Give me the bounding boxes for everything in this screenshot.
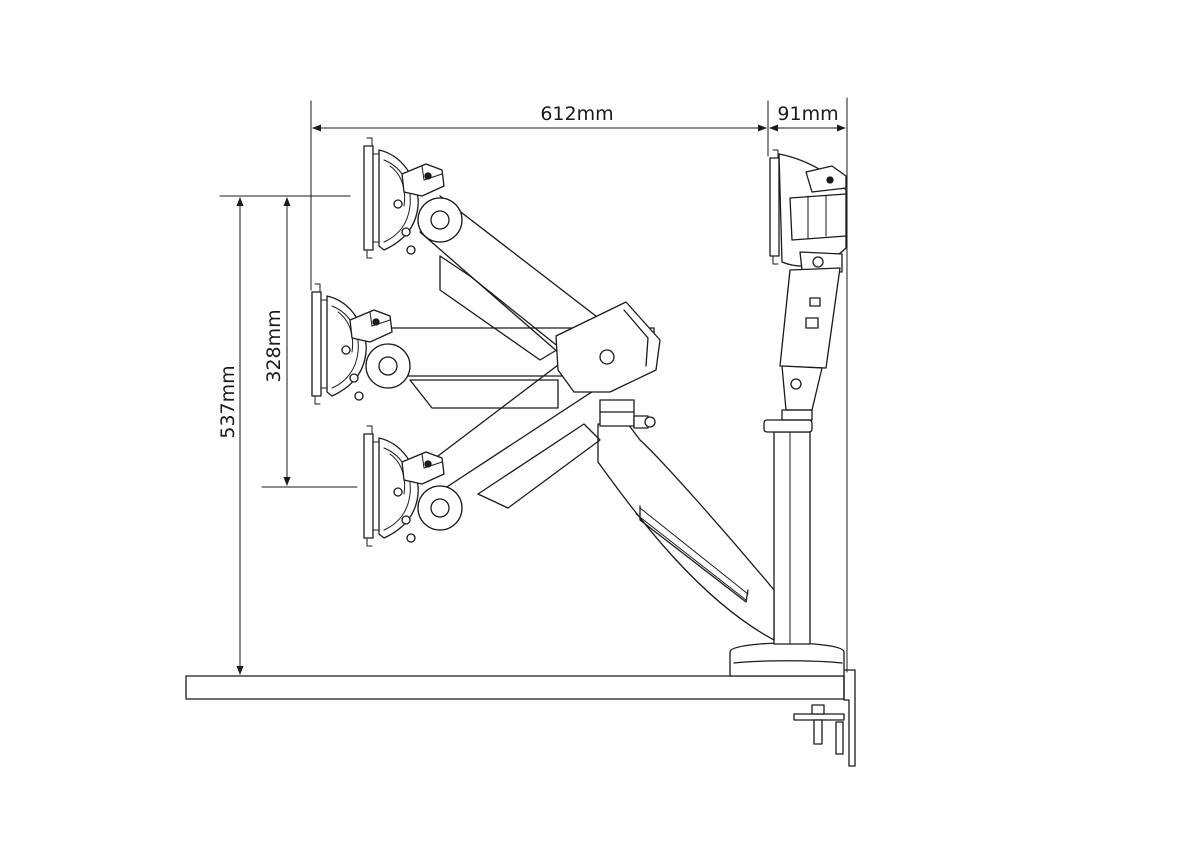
dimension-height-range-label: 328mm — [263, 309, 285, 382]
shoulder-joint — [555, 301, 661, 393]
dimension-lines — [213, 97, 848, 677]
monitor-head-middle — [311, 283, 411, 405]
side-view-head — [769, 149, 847, 273]
monitor-head-raised — [363, 137, 463, 259]
desk — [185, 675, 845, 700]
dimension-height-total-label: 537mm — [217, 365, 239, 438]
side-view-upright-arm — [779, 267, 841, 421]
lower-arm — [597, 399, 775, 641]
mount-pole — [729, 419, 845, 677]
desk-clamp — [793, 669, 856, 767]
dimension-depth-label: 91mm — [777, 103, 838, 125]
dimension-width-label: 612mm — [540, 103, 613, 125]
